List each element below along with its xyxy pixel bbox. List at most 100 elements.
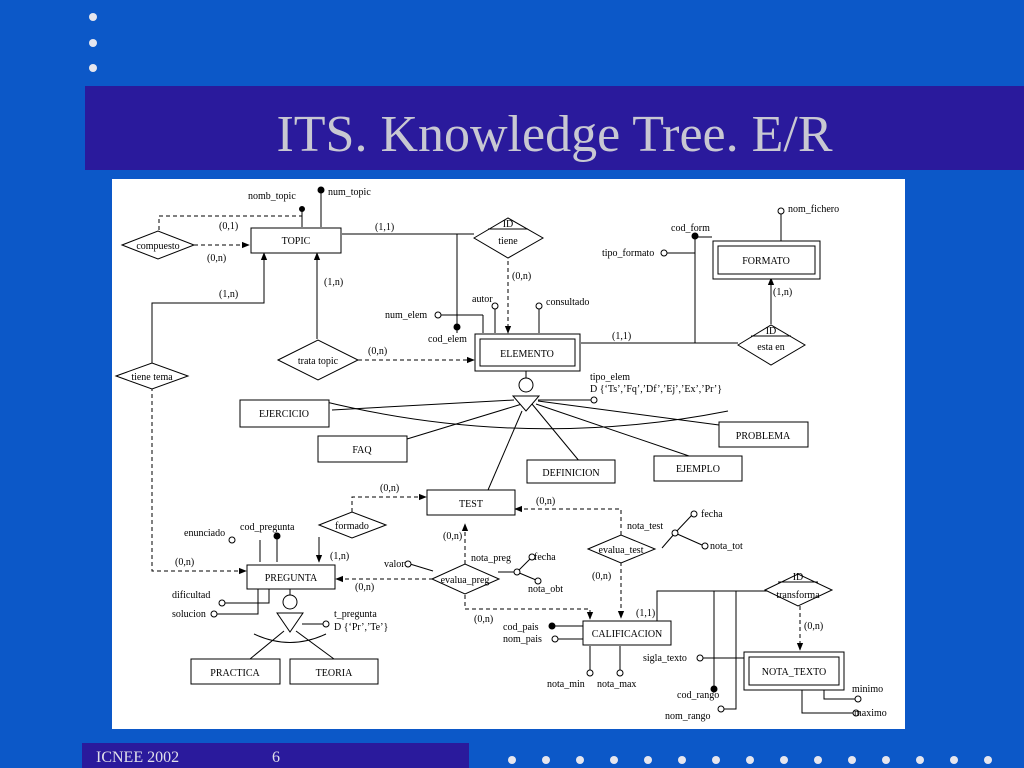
label-teoria: TEORIA — [316, 668, 353, 679]
card-esta-en-formato: (1,n) — [773, 287, 792, 298]
attr-dot — [513, 568, 521, 576]
entity-faq — [317, 435, 408, 463]
entity-teoria — [289, 658, 379, 685]
attr-dot — [491, 302, 499, 310]
card-tiene-tema-pregunta: (0,n) — [175, 557, 194, 568]
attr-dot — [701, 542, 709, 550]
label-rel-transforma: transforma — [776, 590, 820, 601]
tiene-tema-topic-link — [151, 252, 268, 365]
attr-cod-form: cod_form — [671, 223, 710, 234]
attr-dot-key — [710, 685, 718, 693]
card-tiene-elemento: (0,n) — [512, 271, 531, 282]
label-rel-tiene: tiene — [498, 236, 518, 247]
attr-nota-tot: nota_tot — [710, 541, 743, 552]
nota-tot-link — [674, 532, 703, 546]
attr-nota-preg: nota_preg — [471, 553, 511, 564]
attr-dot — [534, 577, 542, 585]
minimo-link — [823, 690, 856, 700]
footer-conference: ICNEE 2002 — [96, 749, 180, 766]
footer-dot — [780, 756, 788, 764]
attr-tipo-elem-domain: D {‘Ts’,’Fq’,’Df’,’Ej’,’Ex’,’Pr’} — [590, 384, 722, 395]
attr-cod-pais: cod_pais — [503, 622, 539, 633]
attr-dot-key — [273, 532, 281, 540]
attr-dot — [535, 302, 543, 310]
formado-test-link — [351, 493, 427, 512]
label-ejercicio: EJERCICIO — [259, 409, 309, 420]
bullet-dot — [89, 13, 97, 21]
rel-formado — [317, 511, 388, 539]
attr-autor: autor — [472, 294, 493, 305]
label-calificacion: CALIFICACION — [592, 629, 663, 640]
footer-dot — [644, 756, 652, 764]
attr-dot — [777, 207, 785, 215]
evalua-preg-calif-link — [464, 595, 594, 620]
title-band: ITS. Knowledge Tree. E/R — [85, 86, 1024, 170]
footer-dot — [916, 756, 924, 764]
attr-cod-elem: cod_elem — [428, 334, 467, 345]
label-rel-trata-topic: trata topic — [298, 356, 339, 367]
entity-test — [426, 489, 516, 516]
attr-t-pregunta: t_pregunta — [334, 609, 377, 620]
evalua-test-test-link — [514, 505, 622, 535]
attr-nota-max: nota_max — [597, 679, 636, 690]
attr-dot — [210, 610, 218, 618]
rel-esta-en — [737, 324, 806, 366]
fecha-test-link — [674, 514, 693, 534]
tipo-formato-link — [667, 236, 712, 254]
solucion-link — [216, 588, 259, 615]
card-trata-topic-elemento: (0,n) — [368, 346, 387, 357]
card-trata-topic-topic: (1,n) — [324, 277, 343, 288]
attr-dot — [218, 599, 226, 607]
attr-tipo-elem: tipo_elem — [590, 372, 630, 383]
label-esta-en-id: ID — [766, 326, 777, 337]
calif-transforma-link — [656, 590, 768, 632]
attr-dot — [590, 396, 598, 404]
footer-dot — [746, 756, 754, 764]
footer-dot — [814, 756, 822, 764]
pregunta-isa-triangle — [276, 612, 304, 633]
label-faq: FAQ — [352, 445, 372, 456]
rel-compuesto — [120, 230, 196, 260]
entity-problema — [718, 421, 809, 448]
card-evalua-test-calif: (0,n) — [592, 571, 611, 582]
label-rel-esta-en: esta en — [757, 342, 785, 353]
tiene-tema-pregunta-link — [151, 387, 247, 575]
er-diagram-svg: TOPIC FORMATO ELEMENTO EJERCICIO FAQ DEF… — [114, 186, 887, 722]
label-ejemplo: EJEMPLO — [676, 464, 720, 475]
card-formado-test: (0,n) — [380, 483, 399, 494]
bullet-dot — [89, 39, 97, 47]
rel-trata-topic — [276, 339, 360, 381]
isa-practica — [249, 630, 285, 660]
attr-dot — [228, 536, 236, 544]
card-transforma-nota: (0,n) — [804, 621, 823, 632]
card-evalua-preg-calif: (0,n) — [474, 614, 493, 625]
footer-dot — [576, 756, 584, 764]
attr-sigla-texto: sigla_texto — [643, 653, 687, 664]
attr-dot — [322, 620, 330, 628]
pregunta-isa-arc — [253, 633, 327, 643]
footer-page-number: 6 — [272, 749, 280, 766]
attr-nota-min: nota_min — [547, 679, 585, 690]
attr-dot — [717, 705, 725, 713]
attr-dot — [299, 206, 305, 212]
rel-tiene-tema — [114, 362, 190, 390]
nom-rango-link — [723, 591, 737, 710]
attr-dot — [696, 654, 704, 662]
attr-nomb-topic: nomb_topic — [248, 191, 296, 202]
attr-nota-test: nota_test — [627, 521, 663, 532]
label-rel-compuesto: compuesto — [136, 241, 179, 252]
label-nota-texto: NOTA_TEXTO — [762, 667, 827, 678]
attr-nom-pais: nom_pais — [503, 634, 542, 645]
attr-dot — [616, 669, 624, 677]
card-tiene-tema-topic: (1,n) — [219, 289, 238, 300]
label-rel-tiene-tema: tiene tema — [131, 372, 173, 383]
entity-ejemplo — [653, 455, 743, 482]
attr-dot-key — [548, 622, 556, 630]
label-pregunta: PREGUNTA — [265, 573, 318, 584]
label-rel-formado: formado — [335, 521, 369, 532]
attr-cod-pregunta: cod_pregunta — [240, 522, 295, 533]
card-evalua-preg-test: (0,n) — [443, 531, 462, 542]
attr-dot — [551, 635, 559, 643]
entity-definicion — [526, 459, 616, 484]
label-transforma-id: ID — [793, 572, 804, 583]
